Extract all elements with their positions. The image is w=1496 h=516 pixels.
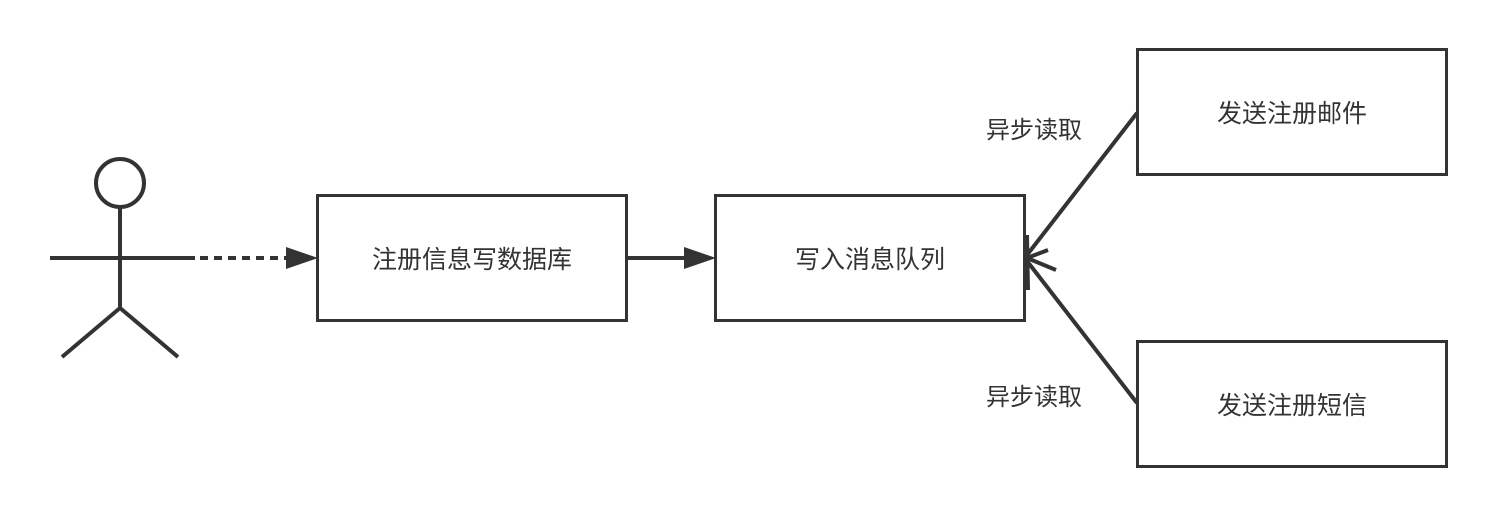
node-write-db[interactable]: 注册信息写数据库 xyxy=(316,194,628,322)
node-label: 发送注册短信 xyxy=(1216,391,1367,420)
edge-label-email: 异步读取 xyxy=(986,110,1082,145)
edge-label-sms: 异步读取 xyxy=(986,377,1082,412)
actor-icon xyxy=(50,157,195,359)
node-message-queue[interactable]: 写入消息队列 xyxy=(714,194,1026,322)
arrowhead-icon xyxy=(286,247,318,269)
arrowhead-icon xyxy=(684,247,716,269)
node-send-email[interactable]: 发送注册邮件 xyxy=(1136,48,1448,176)
node-label: 发送注册邮件 xyxy=(1216,99,1367,128)
node-label: 写入消息队列 xyxy=(794,245,945,274)
node-label: 注册信息写数据库 xyxy=(371,245,572,274)
email-to-queue-edge xyxy=(1025,111,1139,257)
node-send-sms[interactable]: 发送注册短信 xyxy=(1136,340,1448,468)
sms-to-queue-edge xyxy=(1025,259,1139,405)
